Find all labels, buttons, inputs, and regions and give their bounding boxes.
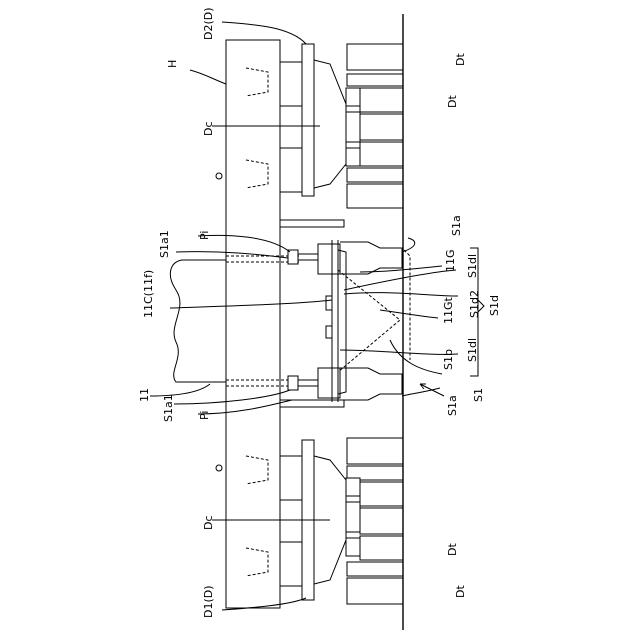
label-s1a-top: S1a bbox=[450, 215, 463, 236]
die-outlines bbox=[246, 68, 268, 576]
label-dc-top: Dc bbox=[202, 121, 215, 136]
label-s1dl-bot: S1dl bbox=[466, 338, 479, 362]
guide-bar-top bbox=[280, 220, 344, 227]
label-11g: 11G bbox=[444, 249, 457, 272]
die-d2 bbox=[280, 44, 360, 196]
label-pi-top: Pi bbox=[198, 231, 211, 240]
label-11gt: 11Gt bbox=[442, 296, 455, 324]
label-s1dl-top: S1dl bbox=[466, 254, 479, 278]
workpiece-11 bbox=[170, 256, 300, 386]
tool-s1 bbox=[288, 240, 410, 402]
label-11: 11 bbox=[138, 388, 151, 402]
arrow-s1 bbox=[420, 384, 444, 396]
label-s1a1-bot: S1a1 bbox=[162, 394, 175, 422]
label-h: H bbox=[166, 60, 179, 68]
label-s1: S1 bbox=[472, 388, 485, 402]
label-s1d: S1d bbox=[488, 295, 501, 316]
label-dc-bot: Dc bbox=[202, 515, 215, 530]
label-dt-4: Dt bbox=[454, 585, 467, 598]
label-d1: D1(D) bbox=[202, 585, 215, 618]
label-dt-3: Dt bbox=[446, 543, 459, 556]
label-dt-2: Dt bbox=[446, 95, 459, 108]
label-s1d2: S1d2 bbox=[468, 290, 481, 318]
label-s1a-bot: S1a bbox=[446, 395, 459, 416]
label-pi-bot: Pi bbox=[198, 411, 211, 420]
label-s1a1-top: S1a1 bbox=[158, 230, 171, 258]
label-dt-1: Dt bbox=[454, 53, 467, 66]
housing-h bbox=[226, 40, 280, 608]
pivot-circle-bottom bbox=[216, 465, 222, 471]
label-s1b: S1b bbox=[442, 349, 455, 370]
label-d2: D2(D) bbox=[202, 7, 215, 40]
pivot-circle-top bbox=[216, 173, 222, 179]
label-11c: 11C(11f) bbox=[142, 270, 155, 318]
